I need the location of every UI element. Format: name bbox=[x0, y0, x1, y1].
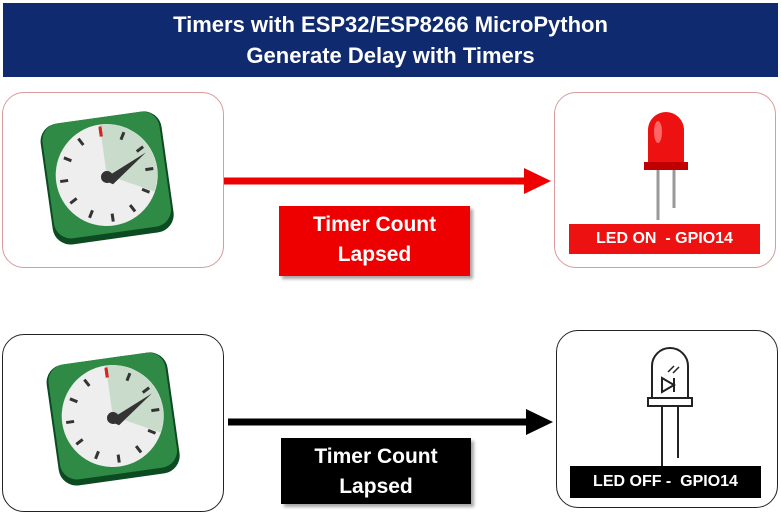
label-line-1: Timer Count bbox=[314, 445, 438, 468]
label-line-2: Lapsed bbox=[339, 475, 413, 498]
timer-count-label-bottom: Timer Count Lapsed bbox=[281, 438, 471, 504]
title-line-1: Timers with ESP32/ESP8266 MicroPython bbox=[173, 12, 608, 37]
led-status-label-off: LED OFF - GPIO14 bbox=[570, 466, 761, 498]
label-line-2: Lapsed bbox=[337, 243, 412, 266]
title-banner: Timers with ESP32/ESP8266 MicroPython Ge… bbox=[3, 3, 778, 77]
red-led-icon bbox=[644, 112, 688, 220]
led-status-label-on: LED ON - GPIO14 bbox=[569, 224, 760, 254]
arrow-right-black bbox=[228, 409, 553, 435]
stopwatch-icon bbox=[40, 111, 174, 245]
label-line-1: Timer Count bbox=[312, 213, 437, 236]
arrow-right-red bbox=[224, 168, 551, 194]
timer-count-label-top: Timer Count Lapsed bbox=[279, 206, 470, 276]
stopwatch-icon bbox=[46, 352, 180, 486]
led-outline-icon bbox=[647, 347, 693, 468]
title-line-2: Generate Delay with Timers bbox=[246, 43, 535, 68]
